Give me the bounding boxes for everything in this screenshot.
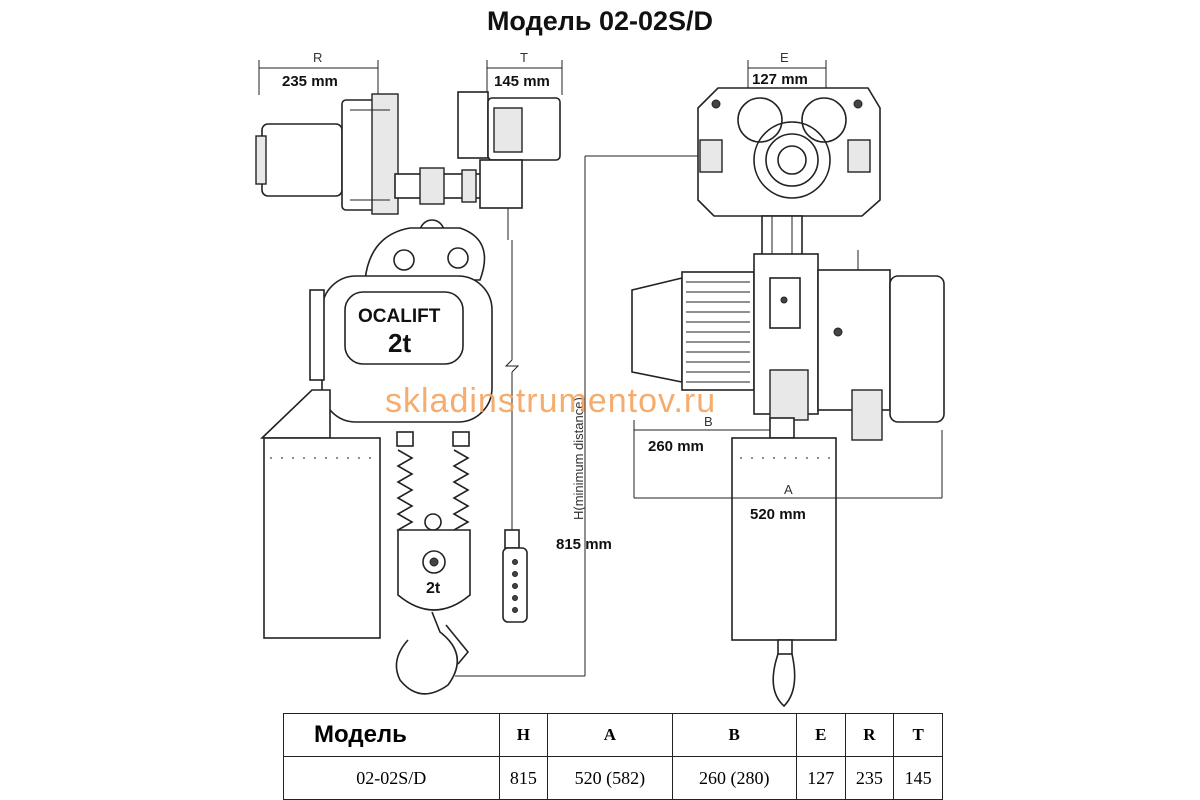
hook-capacity: 2t: [426, 580, 441, 597]
brand-capacity: 2t: [388, 328, 411, 358]
side-view: E 127 mm: [631, 50, 945, 708]
table-header-t: T: [893, 713, 943, 757]
table-cell-e: 127: [795, 756, 846, 800]
page-title: Модель 02-02S/D: [486, 6, 714, 36]
table-header-row: Модель H A B E R T: [283, 713, 943, 757]
table-header-model: Модель: [283, 713, 500, 757]
chain-springs: [396, 431, 470, 539]
dim-value-e: 127 mm: [752, 71, 808, 88]
cooling-fins: [686, 281, 750, 383]
dim-value-h: 815 mm: [556, 536, 612, 553]
dim-value-r: 235 mm: [282, 73, 338, 90]
dim-letter-h: H(minimum distance): [571, 397, 586, 520]
dim-value-b: 260 mm: [648, 438, 704, 455]
dimension-r: R 235 mm: [258, 50, 379, 95]
dimension-a: A 520 mm: [634, 430, 943, 523]
dim-value-t: 145 mm: [494, 73, 550, 90]
watermark: skladinstrumentov.ru: [385, 382, 717, 420]
table-cell-t: 145: [893, 756, 943, 800]
dim-letter-t: T: [520, 50, 528, 65]
front-view: R 235 mm T 145 mm: [255, 50, 720, 695]
dim-letter-e: E: [780, 50, 789, 65]
dimension-b: B 260 mm: [633, 414, 780, 498]
table-row: 02-02S/D 815 520 (582) 260 (280) 127 235…: [283, 756, 943, 800]
dim-value-a: 520 mm: [750, 506, 806, 523]
table-header-e: E: [795, 713, 846, 757]
dimension-t: T 145 mm: [486, 50, 563, 95]
dimension-e: E 127 mm: [747, 50, 827, 100]
dim-letter-a: A: [784, 482, 793, 497]
dim-letter-r: R: [313, 50, 322, 65]
table-header-b: B: [671, 713, 797, 757]
table-header-r: R: [844, 713, 895, 757]
spec-table: Модель H A B E R T 02-02S/D 815 520 (582…: [283, 713, 943, 800]
table-cell-h: 815: [498, 756, 549, 800]
table-header-a: A: [547, 713, 673, 757]
dim-letter-b: B: [704, 414, 713, 429]
table-header-h: H: [498, 713, 549, 757]
table-cell-r: 235: [844, 756, 895, 800]
table-cell-b: 260 (280): [671, 756, 797, 800]
brand-logo: OCALIFT: [358, 306, 441, 327]
table-cell-model: 02-02S/D: [283, 756, 500, 800]
table-cell-a: 520 (582): [547, 756, 673, 800]
